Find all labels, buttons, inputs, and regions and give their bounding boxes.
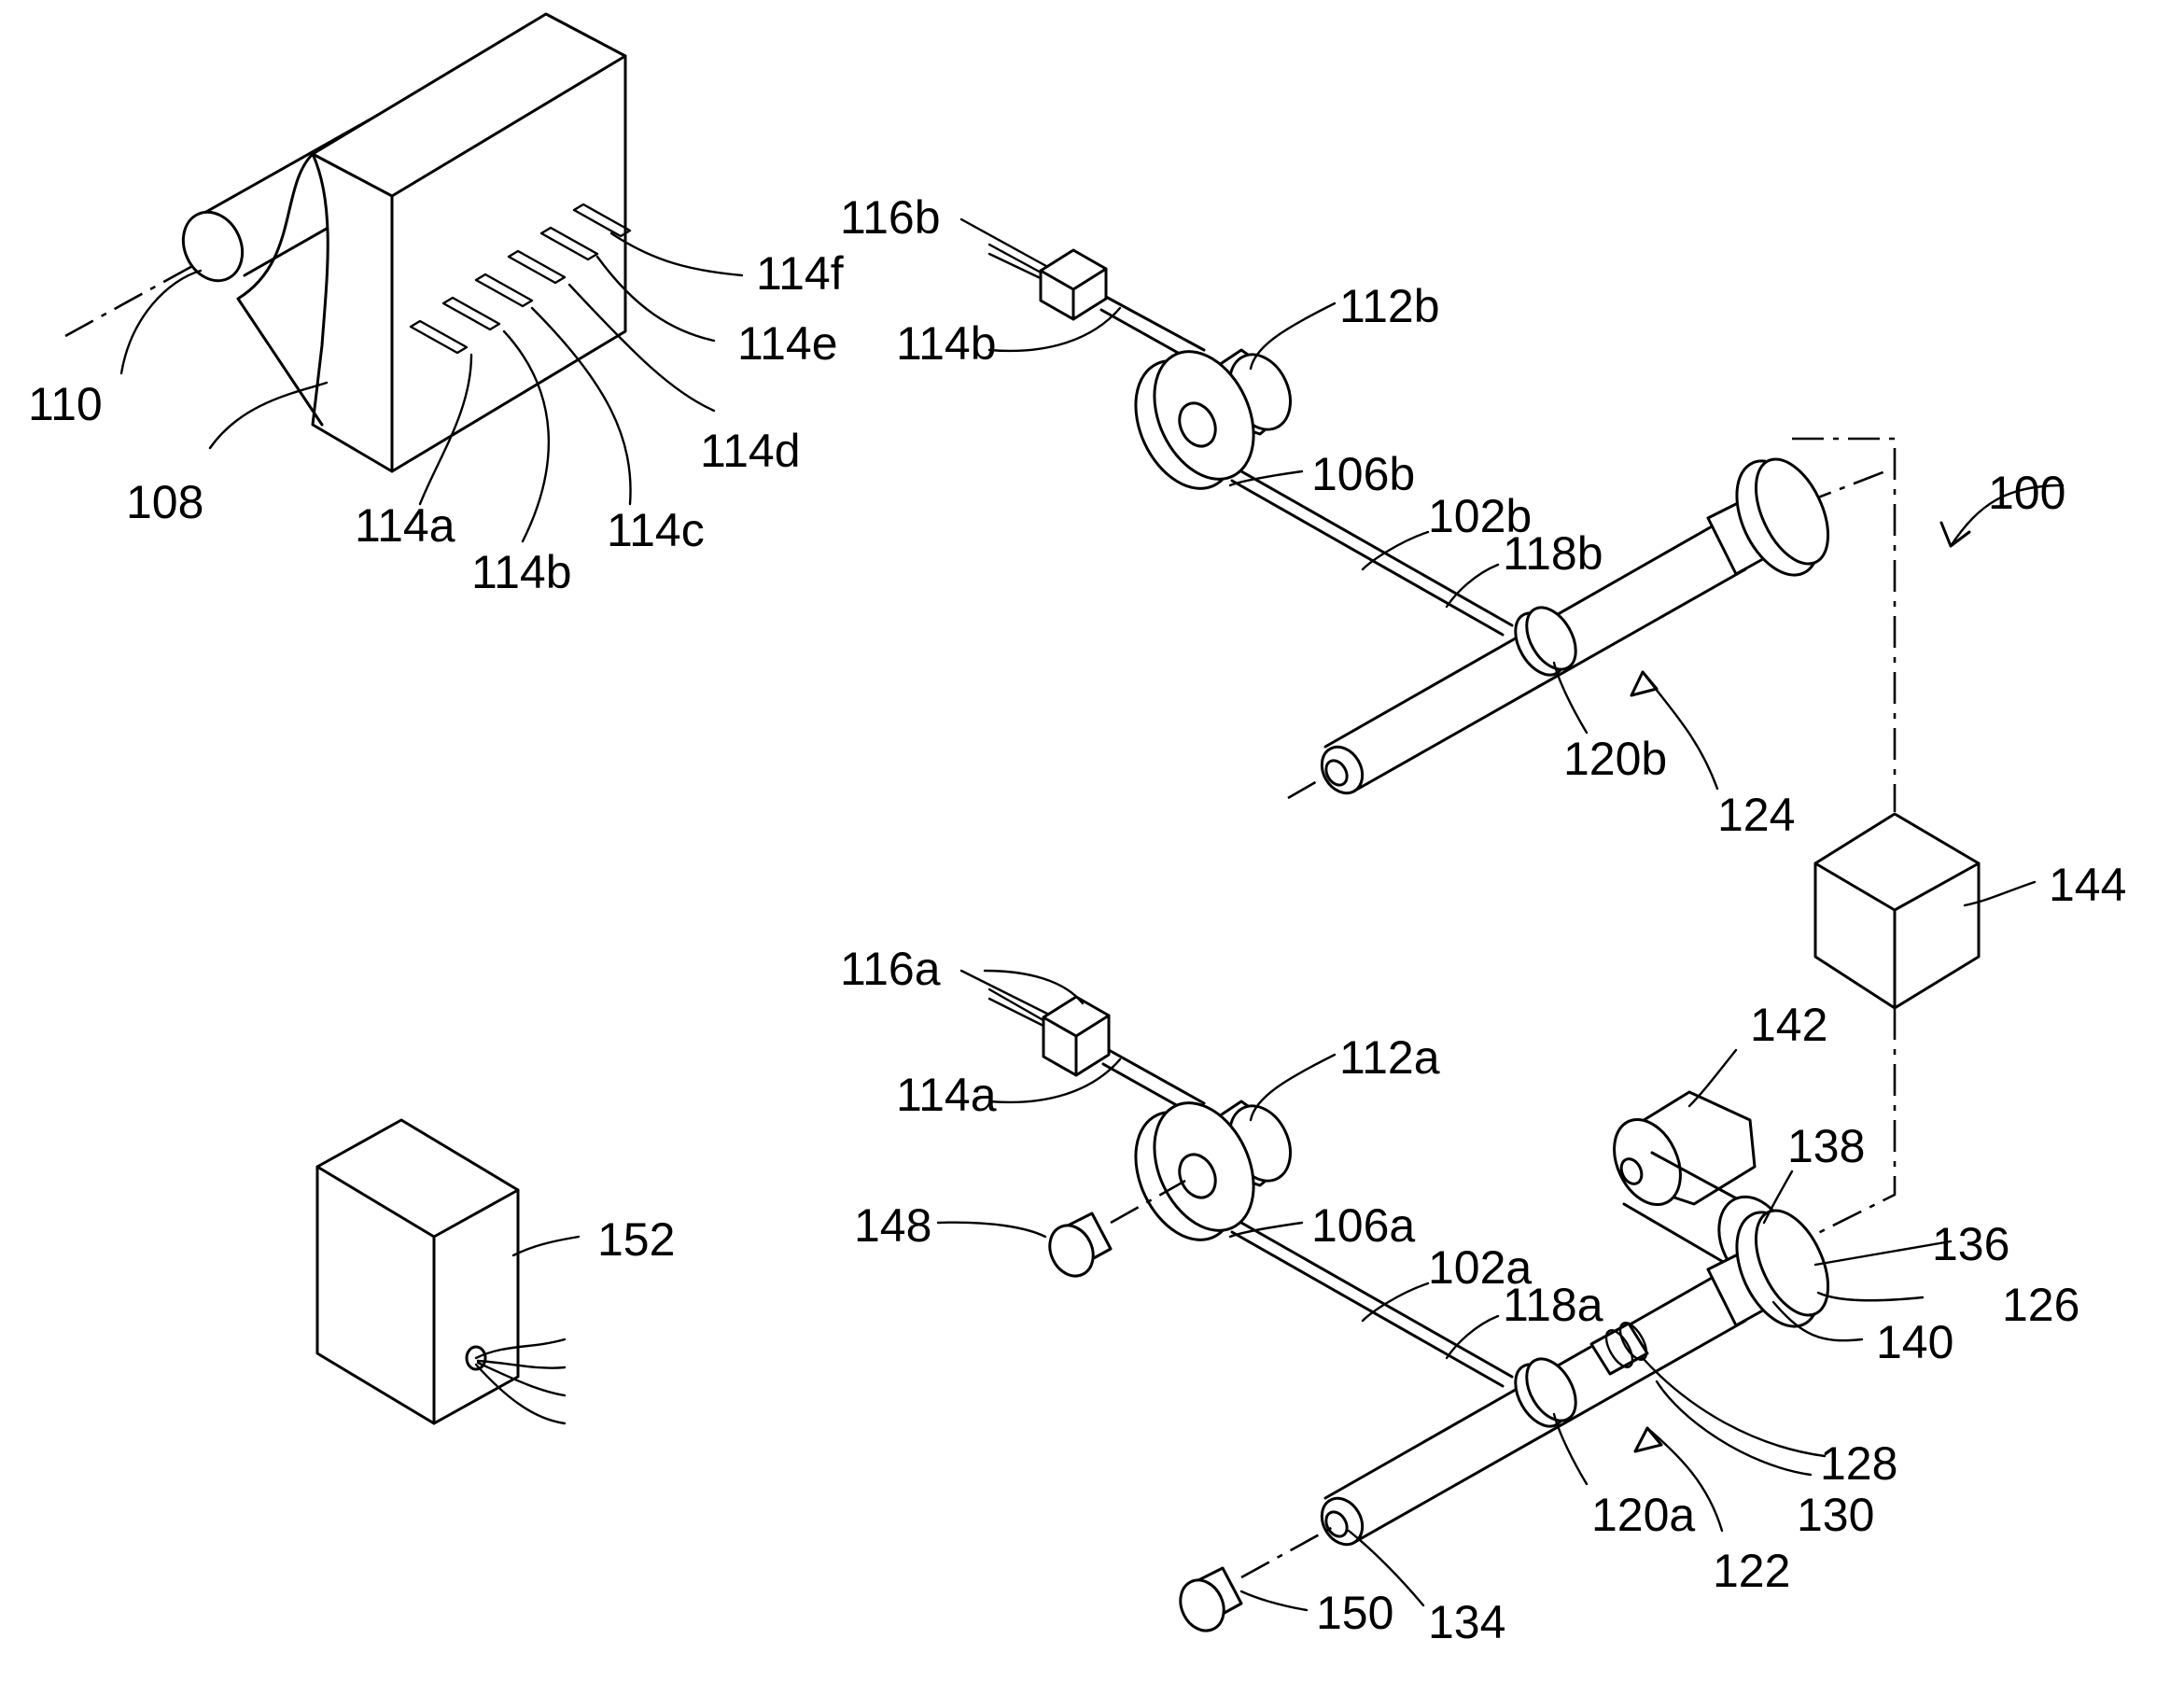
label-124: 124 — [1717, 789, 1795, 841]
label-152: 152 — [597, 1213, 675, 1266]
housing-108 — [65, 14, 742, 541]
label-150: 150 — [1316, 1587, 1393, 1639]
label-120a: 120a — [1591, 1489, 1695, 1541]
label-112b: 112b — [1339, 280, 1440, 332]
label-112a: 112a — [1339, 1031, 1440, 1084]
label-148: 148 — [854, 1199, 931, 1252]
label-114c: 114c — [607, 504, 705, 556]
label-100: 100 — [1988, 467, 2065, 519]
label-110: 110 — [28, 378, 103, 430]
label-114e: 114e — [737, 317, 838, 370]
label-130: 130 — [1797, 1489, 1874, 1541]
label-114b-wire: 114b — [896, 317, 997, 370]
label-118b: 118b — [1503, 527, 1603, 580]
label-120b: 120b — [1563, 733, 1667, 785]
label-140: 140 — [1876, 1316, 1953, 1368]
label-114d: 114d — [700, 425, 801, 477]
label-114b-sensor: 114b — [471, 546, 572, 598]
label-118a: 118a — [1503, 1279, 1603, 1331]
label-114f: 114f — [756, 247, 844, 300]
power-box-152 — [317, 1120, 579, 1423]
label-142: 142 — [1750, 999, 1827, 1051]
label-138: 138 — [1787, 1120, 1865, 1172]
label-106a: 106a — [1311, 1199, 1415, 1252]
label-114a-sensor: 114a — [355, 499, 455, 552]
label-134: 134 — [1428, 1596, 1505, 1648]
label-136: 136 — [1932, 1218, 2009, 1270]
label-106b: 106b — [1311, 448, 1415, 500]
label-128: 128 — [1820, 1437, 1897, 1490]
label-116b: 116b — [840, 191, 941, 244]
label-126: 126 — [2002, 1279, 2079, 1331]
label-114a-wire: 114a — [896, 1069, 997, 1121]
label-122: 122 — [1713, 1545, 1790, 1597]
label-108: 108 — [126, 476, 203, 528]
label-116a: 116a — [840, 943, 941, 995]
label-144: 144 — [2049, 859, 2126, 911]
